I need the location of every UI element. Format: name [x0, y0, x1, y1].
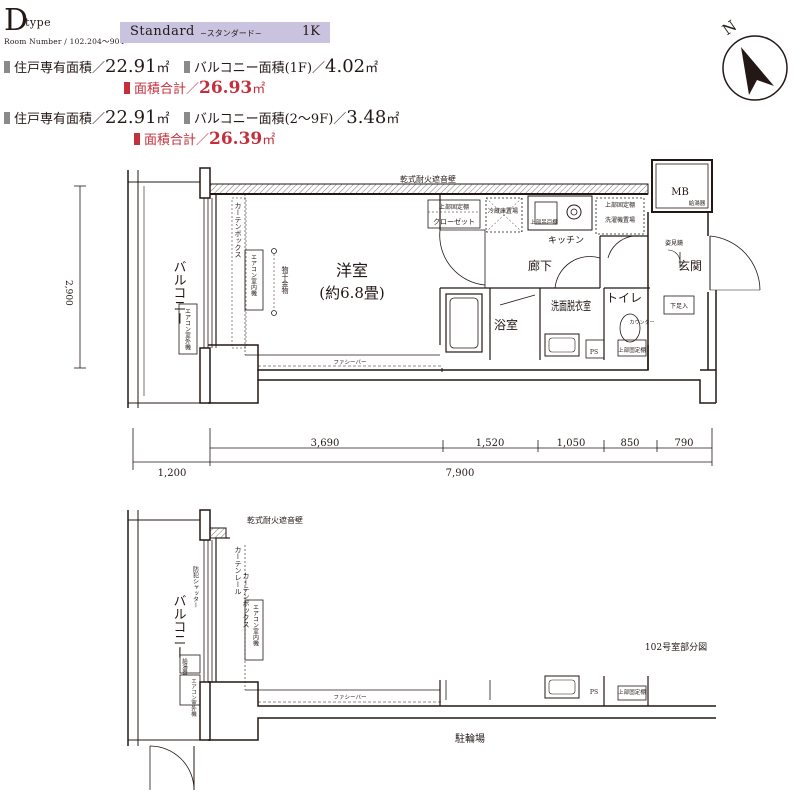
private-area-label: 住戸専有面積／ — [14, 61, 106, 76]
bullet-icon — [124, 82, 130, 94]
ps-label: PS — [590, 349, 598, 356]
area-line-1: 住戸専有面積／22.91㎡ バルコニー面積(1F)／4.02㎡ — [4, 56, 378, 77]
shoe-box-label: 下足入 — [670, 303, 688, 310]
unit: ㎡ — [156, 61, 170, 76]
balcony-label: バルコニー — [171, 260, 187, 325]
north-compass-icon: N — [719, 17, 788, 101]
height-dimension: 2,900 — [63, 280, 73, 306]
unit: ㎡ — [365, 61, 379, 76]
upper-cabinet-label: 上部吊戸棚 — [530, 218, 558, 226]
unit: ㎡ — [262, 133, 276, 148]
bullet-icon — [183, 61, 190, 73]
toilet-shelf-label: 上部固定棚 — [618, 346, 646, 354]
entrance-label: 玄関 — [678, 258, 702, 273]
kitchen-label: キッチン — [548, 235, 584, 246]
plan-name: Standard — [130, 24, 195, 39]
washroom-label: 洗面脱衣室 — [551, 298, 591, 313]
mb-heater-label: 給湯器 — [689, 199, 706, 207]
dimension-lines — [74, 185, 713, 470]
unit: ㎡ — [252, 82, 266, 97]
fridge-label: 冷蔵庫置場 — [488, 207, 518, 215]
mb-label: MB — [671, 187, 689, 198]
private-area-label: 住戸専有面積／ — [14, 112, 106, 127]
private-area-value: 22.91 — [105, 107, 157, 128]
total-area-label: 面積合計／ — [134, 82, 200, 97]
compass-letter: N — [719, 17, 740, 39]
dim-segment-5: 790 — [674, 438, 693, 449]
washer-shelf-label: 上部固定棚 — [605, 201, 635, 209]
peephole-label: 姿見鏡 — [665, 239, 683, 247]
toilet-label: トイレ — [606, 291, 642, 305]
total-area-value: 26.93 — [199, 78, 253, 98]
counter-label: カウンター — [629, 319, 654, 326]
total-area-value: 26.39 — [209, 129, 263, 149]
balcony-area-label: バルコニー面積(1F)／ — [193, 61, 326, 76]
total-area-1: 面積合計／26.93㎡ — [124, 78, 265, 98]
firewall-band — [207, 183, 649, 195]
closet-label: クローゼット — [433, 217, 475, 226]
parking-label: 駐輪場 — [455, 732, 485, 745]
partial-heater-label: 給湯器 — [181, 657, 188, 676]
partial-aircon-indoor-label: エアコン室内機 — [252, 604, 259, 647]
partial-firewall-label: 乾式耐火遮音壁 — [247, 515, 303, 525]
aircon-indoor-label: エアコン室内機 — [250, 254, 257, 297]
area-line-2: 住戸専有面積／22.91㎡ バルコニー面積(2〜9F)／3.48㎡ — [4, 107, 399, 128]
bullet-icon — [183, 112, 190, 124]
unit: ㎡ — [156, 112, 170, 127]
plan-layout: 1K — [302, 24, 320, 39]
shutter-label: 防犯シャッター — [192, 565, 199, 608]
total-area-2: 面積合計／26.39㎡ — [134, 129, 275, 149]
drying-hardware-label: 物干金物 — [281, 265, 289, 295]
partial-curtain-box-label: カーテンボックス — [242, 572, 250, 628]
room-number: Room Number / 102.204〜904 — [4, 37, 125, 46]
private-area-value: 22.91 — [105, 56, 157, 77]
total-area-label: 面積合計／ — [144, 133, 210, 148]
dim-segment-3: 1,050 — [557, 438, 586, 449]
partial-aircon-outdoor-label: エアコン室外機 — [190, 678, 197, 718]
partial-ps-label: PS — [590, 689, 598, 696]
partial-toilet-shelf-label: 上部固定棚 — [618, 688, 646, 696]
bathroom-label: 浴室 — [494, 317, 518, 332]
curtain-box-label: カーテンボックス — [234, 202, 242, 258]
partial-plan-caption: 102号室部分図 — [645, 641, 707, 653]
closet-shelf-label: 上部固定棚 — [439, 203, 469, 211]
plan-banner — [120, 22, 330, 43]
fascia-label: ファシーバー — [334, 359, 367, 366]
unit: ㎡ — [386, 112, 400, 127]
western-room-size: (約6.8畳) — [319, 284, 385, 302]
bullet-icon — [4, 61, 10, 73]
dim-segment-2: 1,520 — [476, 438, 505, 449]
curtain-rail-label: カーテンレール — [234, 546, 242, 595]
dim-segment-4: 850 — [620, 438, 639, 449]
dim-segment-1: 3,690 — [311, 438, 340, 449]
partial-balcony-label: バルコニー — [171, 594, 187, 659]
partial-fascia-label: ファシーバー — [334, 694, 367, 701]
balcony-area-label: バルコニー面積(2〜9F)／ — [193, 112, 347, 127]
corridor-label: 廊下 — [528, 258, 552, 273]
firewall-label: 乾式耐火遮音壁 — [400, 174, 456, 184]
balcony-area-value: 4.02 — [325, 56, 366, 77]
main-plan — [127, 159, 761, 408]
type-letter: D — [4, 3, 29, 38]
western-room-label: 洋室 — [336, 261, 368, 280]
bullet-icon — [134, 133, 140, 145]
plan-subtitle: −スタンダード− — [200, 29, 262, 38]
type-word: type — [25, 16, 52, 29]
dim-total-width: 7,900 — [446, 468, 475, 479]
dim-balcony-width: 1,200 — [158, 468, 187, 479]
washer-label: 洗濯機置場 — [605, 216, 635, 224]
partial-plan — [127, 509, 716, 791]
balcony-area-value: 3.48 — [346, 107, 387, 128]
aircon-outdoor-label: エアコン室外機 — [184, 308, 191, 351]
bullet-icon — [4, 112, 10, 124]
